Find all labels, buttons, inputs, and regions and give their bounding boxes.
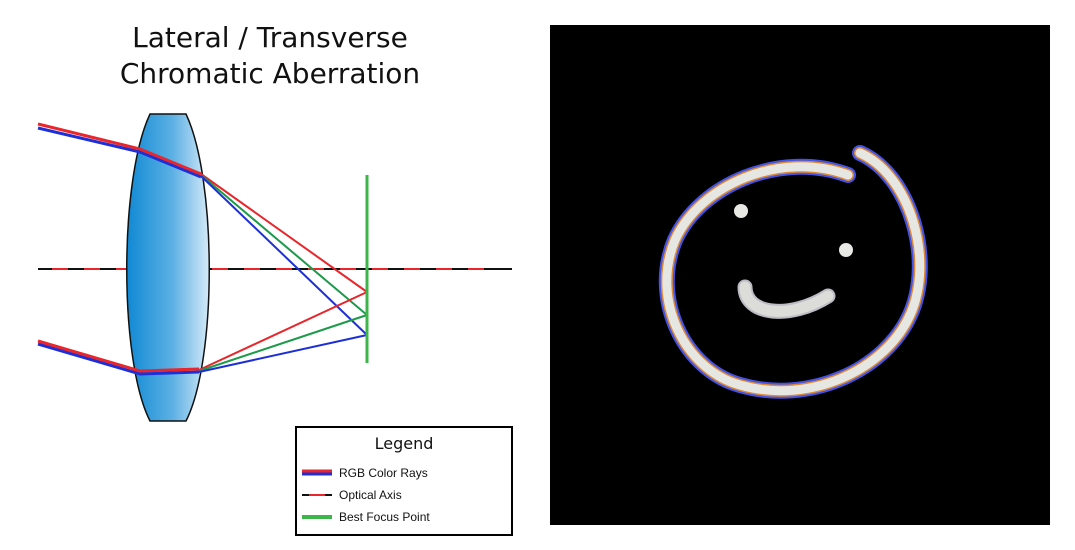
- biconvex-lens: [126, 113, 210, 422]
- legend-box: Legend RGB Color Rays Optical Axis Best …: [295, 426, 513, 536]
- best-focus-point-swatch: [302, 515, 332, 519]
- title-line-2: Chromatic Aberration: [119, 57, 421, 90]
- optical-axis-swatch: [302, 494, 332, 496]
- green-ray-upper: [200, 174, 368, 316]
- smiley-aberration-photo: [550, 25, 1050, 525]
- rgb-color-rays-swatch: [302, 469, 332, 476]
- chromatic-aberration-diagram: Lateral / Transverse Chromatic Aberratio…: [37, 20, 513, 536]
- legend-item-optical-axis: Optical Axis: [301, 486, 506, 504]
- title-line-1: Lateral / Transverse: [132, 21, 408, 54]
- smiley-outline: [662, 148, 925, 396]
- incoming-rays-lower: [37, 339, 200, 376]
- diagram-title: Lateral / Transverse Chromatic Aberratio…: [60, 20, 480, 92]
- red-ray-lower: [198, 291, 368, 371]
- legend-label-optical-axis: Optical Axis: [339, 488, 402, 502]
- blue-ray-upper: [200, 175, 368, 336]
- legend-label-best-focus-point: Best Focus Point: [339, 510, 430, 524]
- red-ray-upper: [200, 173, 368, 293]
- smiley-right-eye: [839, 243, 853, 257]
- smiley-mouth: [739, 281, 834, 317]
- legend-label-rgb-color-rays: RGB Color Rays: [339, 466, 428, 480]
- smiley-left-eye: [734, 204, 748, 218]
- green-ray-lower: [198, 314, 368, 372]
- legend-item-rgb-color-rays: RGB Color Rays: [301, 464, 506, 482]
- converging-rays: [198, 173, 368, 373]
- legend-heading: Legend: [374, 434, 434, 453]
- legend-item-best-focus-point: Best Focus Point: [301, 508, 506, 526]
- optics-drawing: [37, 113, 512, 422]
- blue-ray-lower: [198, 334, 368, 373]
- smiley-face-drawing: [658, 145, 928, 399]
- incoming-rays-upper: [37, 122, 202, 179]
